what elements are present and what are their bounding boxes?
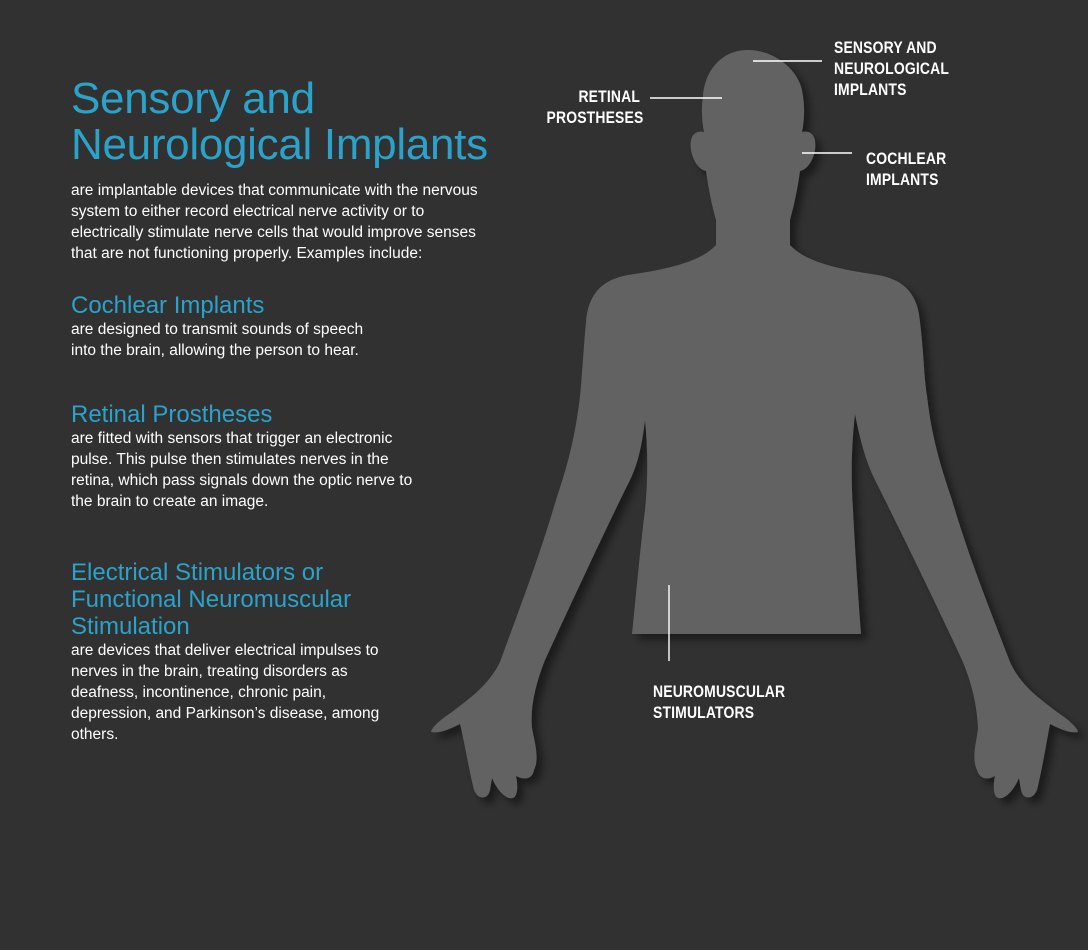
section-body: are fitted with sensors that trigger an … [71,430,413,510]
section-retinal-prostheses: Retinal Prostheses are fitted with senso… [71,401,416,512]
callout-sensory-implants: SENSORY AND NEUROLOGICAL IMPLANTS [834,38,950,99]
section-heading: Cochlear Implants [71,292,265,319]
intro-text: are implantable devices that communicate… [71,182,478,262]
human-silhouette [431,50,1078,799]
section-heading: Electrical Stimulators or Functional Neu… [71,559,352,640]
section-body: are designed to transmit sounds of speec… [71,321,364,359]
callout-neuromuscular-stimulators: NEUROMUSCULAR STIMULATORS [653,682,786,722]
page-title: Sensory and Neurological Implants [71,74,488,169]
section-body: are devices that deliver electrical impu… [71,642,380,743]
text-column: Sensory and Neurological Implants are im… [71,76,501,264]
section-electrical-stimulators: Electrical Stimulators or Functional Neu… [71,559,391,745]
section-heading: Retinal Prostheses [71,401,273,428]
callout-cochlear-implants: COCHLEAR IMPLANTS [866,149,947,189]
callout-retinal-prostheses: RETINAL PROSTHESES [546,87,644,127]
section-cochlear-implants: Cochlear Implants are designed to transm… [71,292,391,361]
